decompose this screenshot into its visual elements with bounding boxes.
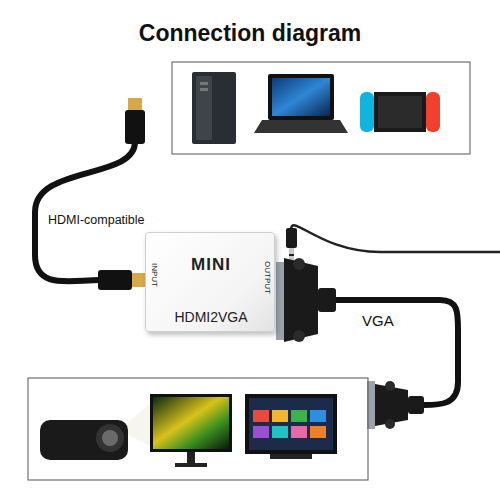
tv-tile [253, 426, 269, 438]
monitor-foot [175, 463, 207, 467]
hdmi-plug [125, 98, 145, 144]
lens-glass [102, 430, 118, 446]
cable-label: VGA [362, 312, 394, 329]
tv-tile [310, 426, 326, 438]
jack-ring [289, 254, 294, 256]
strain-relief [408, 396, 424, 414]
projector-lens [96, 424, 124, 452]
adapter-box: MINI HDMI2VGA INPUT OUTPUT [145, 232, 275, 332]
laptop [254, 74, 348, 133]
plug-body [125, 110, 145, 144]
tower-bay [200, 82, 208, 85]
plug-tip [132, 273, 145, 287]
console-screen [374, 92, 426, 132]
laptop-base [254, 120, 348, 133]
projector [40, 404, 150, 460]
tv-tile [272, 410, 288, 422]
tower-front [196, 76, 212, 140]
projector-body [40, 420, 128, 460]
tv-tile [310, 410, 326, 422]
audio-cable [291, 225, 500, 252]
plug-tip [128, 98, 142, 110]
game-console [360, 92, 440, 132]
tower-body [192, 72, 236, 144]
thumb-screw [385, 381, 395, 391]
laptop-screen [272, 78, 330, 116]
television [245, 394, 337, 459]
port-label: INPUT [150, 263, 159, 287]
tv-tile [272, 426, 288, 438]
tv-tile [291, 426, 307, 438]
thumb-screw [293, 258, 305, 270]
console-display [378, 96, 422, 128]
display-frame [28, 378, 368, 480]
monitor-screen [153, 397, 229, 449]
plug-flange [276, 262, 284, 340]
laptop-lid [268, 74, 334, 120]
tv-tile [291, 410, 307, 422]
adapter-text: HDMI2VGA [146, 309, 276, 325]
port-label: OUTPUT [263, 261, 272, 294]
thumb-screw [293, 330, 305, 342]
monitor [150, 394, 232, 467]
vga-plug [367, 381, 424, 429]
tv-bezel [245, 394, 337, 454]
tv-tile [253, 410, 269, 422]
pc-tower [192, 72, 236, 144]
hdmi-plug [98, 270, 145, 290]
jack-body [286, 228, 297, 248]
cable-label: HDMI-compatible [48, 213, 145, 227]
diagram-title: Connection diagram [0, 20, 500, 47]
monitor-stand [187, 452, 195, 464]
tv-stand [270, 454, 312, 459]
source-frame [172, 62, 470, 154]
tv-screen [249, 398, 333, 450]
adapter-text: MINI [146, 255, 276, 275]
strain-relief [318, 288, 336, 312]
plug-body [284, 258, 318, 342]
left-controller [360, 92, 374, 132]
vga-plug [276, 258, 336, 342]
right-controller [426, 92, 440, 132]
tower-bay [200, 88, 208, 91]
plug-body [98, 270, 132, 290]
monitor-bezel [150, 394, 232, 452]
thumb-screw [385, 419, 395, 429]
hdmi-cable [35, 142, 135, 281]
